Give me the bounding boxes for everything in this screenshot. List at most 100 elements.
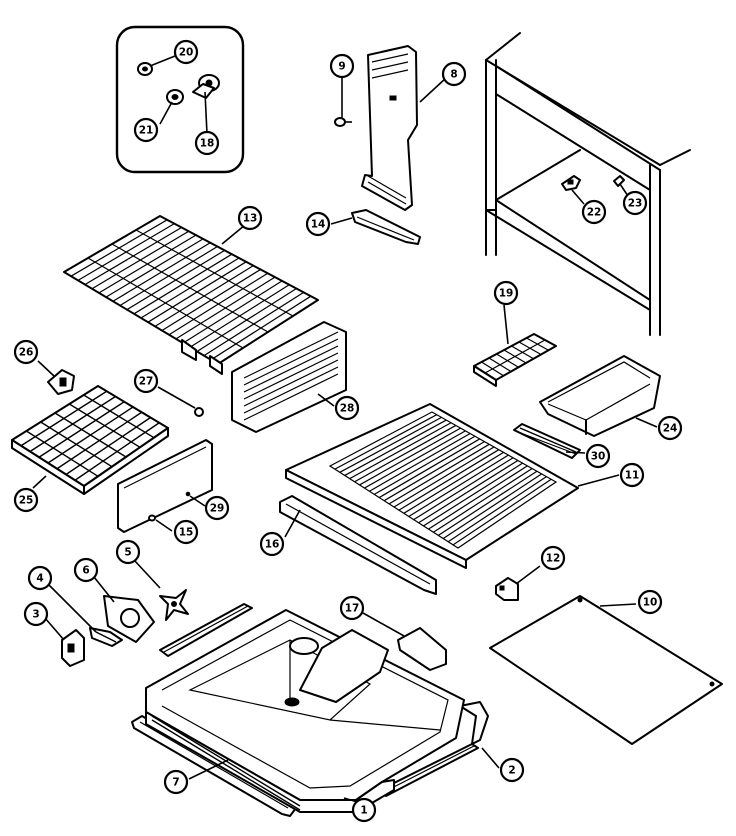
callout-14: 14: [305, 211, 331, 237]
callout-number: 24: [663, 423, 678, 435]
callout-number: 25: [19, 495, 34, 507]
callout-12: 12: [540, 545, 566, 571]
callout-number: 5: [124, 547, 131, 559]
callout-number: 22: [587, 207, 602, 219]
callout-1: 1: [351, 797, 377, 823]
callout-number: 3: [32, 609, 39, 621]
part-21-bushing: [166, 89, 184, 105]
callout-circle: [237, 205, 263, 231]
callout-circle: [27, 565, 53, 591]
callout-number: 1: [360, 805, 367, 817]
part-20-nut: [137, 62, 153, 76]
part-4-mount: [89, 627, 123, 647]
callout-circle: [339, 595, 365, 621]
callout-circle: [173, 519, 199, 545]
part-26-clip: [47, 369, 75, 395]
part-29-panel: [117, 439, 213, 533]
callout-circle: [259, 531, 285, 557]
callout-circle: [622, 190, 648, 216]
callout-circle: [305, 211, 331, 237]
callout-2: 2: [499, 757, 525, 783]
callout-circle: [493, 280, 519, 306]
callout-number: 11: [625, 470, 640, 482]
callout-number: 26: [19, 347, 34, 359]
callout-circle: [173, 39, 199, 65]
callout-number: 7: [172, 777, 179, 789]
part-16-trim: [279, 495, 437, 595]
callout-number: 6: [82, 565, 89, 577]
callout-11: 11: [619, 462, 645, 488]
callout-6: 6: [73, 557, 99, 583]
callout-circle: [163, 769, 189, 795]
callout-circle: [441, 61, 467, 87]
callout-28: 28: [334, 395, 360, 421]
part-28-cover-panel: [231, 321, 347, 433]
callout-15: 15: [173, 519, 199, 545]
callout-number: 28: [340, 403, 355, 415]
part-rail-upper-left: [159, 603, 253, 657]
callout-number: 12: [546, 553, 561, 565]
leader-lines: [32, 51, 658, 804]
callout-22: 22: [581, 199, 607, 225]
part-10-panel: [489, 595, 723, 745]
part-19-ice-tray: [473, 333, 557, 387]
callout-17: 17: [339, 595, 365, 621]
callout-4: 4: [27, 565, 53, 591]
callout-circle: [133, 117, 159, 143]
callout-number: 10: [643, 597, 658, 609]
callout-3: 3: [23, 601, 49, 627]
callout-circle: [115, 539, 141, 565]
callout-circle: [23, 601, 49, 627]
callout-29: 29: [204, 495, 230, 521]
callout-10: 10: [637, 589, 663, 615]
callout-number: 27: [139, 376, 154, 388]
part-12-bracket: [495, 577, 519, 601]
callout-circle: [581, 199, 607, 225]
callout-number: 20: [179, 47, 194, 59]
callout-18: 18: [194, 130, 220, 156]
callout-circle: [585, 443, 611, 469]
callout-21: 21: [133, 117, 159, 143]
callout-number: 8: [450, 69, 457, 81]
callout-circle: [133, 368, 159, 394]
callout-20: 20: [173, 39, 199, 65]
part-24-drawer: [539, 355, 661, 437]
callout-circle: [657, 415, 683, 441]
callout-number: 23: [628, 198, 643, 210]
part-15-screw: [148, 514, 156, 522]
callout-24: 24: [657, 415, 683, 441]
part-18-knob: [192, 74, 220, 99]
callout-23: 23: [622, 190, 648, 216]
part-13-wire-shelf: [63, 215, 319, 375]
callout-9: 9: [329, 53, 355, 79]
part-17-cover: [397, 627, 447, 671]
callout-30: 30: [585, 443, 611, 469]
part-11-glass-shelf: [285, 403, 579, 569]
callout-circle: [619, 462, 645, 488]
callout-circle: [637, 589, 663, 615]
callout-circle: [13, 339, 39, 365]
callout-number: 29: [210, 503, 225, 515]
part-30-bracket: [513, 423, 581, 459]
cabinet-outline: [485, 32, 691, 336]
callout-25: 25: [13, 487, 39, 513]
callout-number: 30: [591, 451, 606, 463]
part-14-bracket: [351, 209, 421, 245]
callout-circle: [499, 757, 525, 783]
callout-13: 13: [237, 205, 263, 231]
callout-27: 27: [133, 368, 159, 394]
callout-circle: [334, 395, 360, 421]
part-5-fan-blade: [159, 589, 189, 621]
callout-number: 16: [265, 539, 280, 551]
part-1-base-pan: [145, 609, 465, 813]
part-9-screw: [334, 117, 352, 127]
callout-16: 16: [259, 531, 285, 557]
callout-number: 4: [36, 573, 43, 585]
callout-number: 15: [179, 527, 194, 539]
callout-number: 9: [338, 61, 345, 73]
callout-number: 19: [499, 288, 514, 300]
part-22-clip: [561, 175, 581, 191]
part-25-tray: [11, 385, 169, 495]
